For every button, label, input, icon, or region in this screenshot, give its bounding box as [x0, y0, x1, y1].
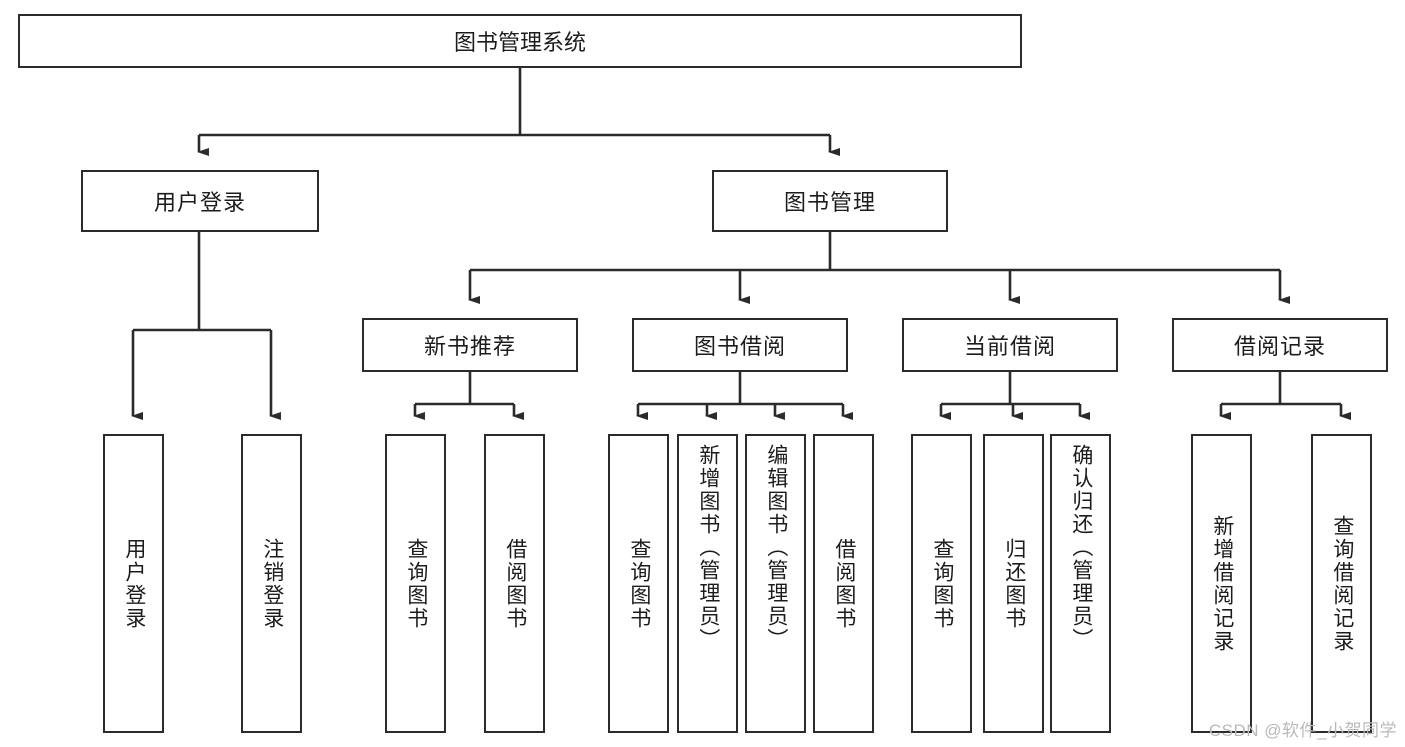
node-borrow-record[interactable]: 借阅记录 [1172, 318, 1388, 372]
node-leaf-add-record[interactable]: 新增借阅记录 [1191, 434, 1252, 733]
node-root[interactable]: 图书管理系统 [18, 14, 1022, 68]
node-leaf-user-logout-label: 注销登录 [260, 537, 284, 630]
node-leaf-query-book-2[interactable]: 查询图书 [608, 434, 669, 733]
node-new-book-recommend[interactable]: 新书推荐 [362, 318, 578, 372]
node-leaf-query-book-3-label: 查询图书 [930, 537, 954, 630]
node-book-manage-label: 图书管理 [783, 190, 876, 215]
node-root-label: 图书管理系统 [453, 30, 586, 55]
node-leaf-query-record-label: 查询借阅记录 [1330, 514, 1354, 653]
node-leaf-add-book-label: 新增图书（管理员） [696, 444, 720, 651]
node-leaf-query-book-2-label: 查询图书 [627, 537, 651, 630]
node-leaf-query-book-3[interactable]: 查询图书 [911, 434, 972, 733]
node-leaf-add-record-label: 新增借阅记录 [1210, 514, 1234, 653]
node-leaf-borrow-book-1-label: 借阅图书 [503, 537, 527, 630]
node-leaf-add-book[interactable]: 新增图书（管理员） [677, 434, 738, 733]
node-leaf-user-logout[interactable]: 注销登录 [241, 434, 302, 733]
node-leaf-confirm-return-label: 确认归还（管理员） [1069, 444, 1093, 651]
node-leaf-query-book-1-label: 查询图书 [404, 537, 428, 630]
node-leaf-query-book-1[interactable]: 查询图书 [385, 434, 446, 733]
node-leaf-return-book[interactable]: 归还图书 [983, 434, 1044, 733]
watermark: CSDN @软件_小贺同学 [1208, 721, 1397, 740]
node-book-borrow[interactable]: 图书借阅 [632, 318, 848, 372]
node-book-manage[interactable]: 图书管理 [712, 170, 948, 232]
node-leaf-user-login-label: 用户登录 [122, 537, 146, 630]
node-book-borrow-label: 图书借阅 [693, 334, 786, 359]
node-leaf-borrow-book-1[interactable]: 借阅图书 [484, 434, 545, 733]
node-user-login-label: 用户登录 [153, 190, 246, 215]
node-leaf-edit-book[interactable]: 编辑图书（管理员） [745, 434, 806, 733]
node-new-book-recommend-label: 新书推荐 [423, 334, 516, 359]
node-leaf-confirm-return[interactable]: 确认归还（管理员） [1050, 434, 1111, 733]
node-user-login[interactable]: 用户登录 [81, 170, 319, 232]
node-leaf-query-record[interactable]: 查询借阅记录 [1311, 434, 1372, 733]
node-leaf-borrow-book-2-label: 借阅图书 [832, 537, 856, 630]
node-leaf-user-login[interactable]: 用户登录 [103, 434, 164, 733]
node-leaf-borrow-book-2[interactable]: 借阅图书 [813, 434, 874, 733]
node-leaf-edit-book-label: 编辑图书（管理员） [764, 444, 788, 651]
node-current-borrow[interactable]: 当前借阅 [902, 318, 1118, 372]
node-borrow-record-label: 借阅记录 [1233, 334, 1326, 359]
node-leaf-return-book-label: 归还图书 [1002, 537, 1026, 630]
node-current-borrow-label: 当前借阅 [963, 334, 1056, 359]
